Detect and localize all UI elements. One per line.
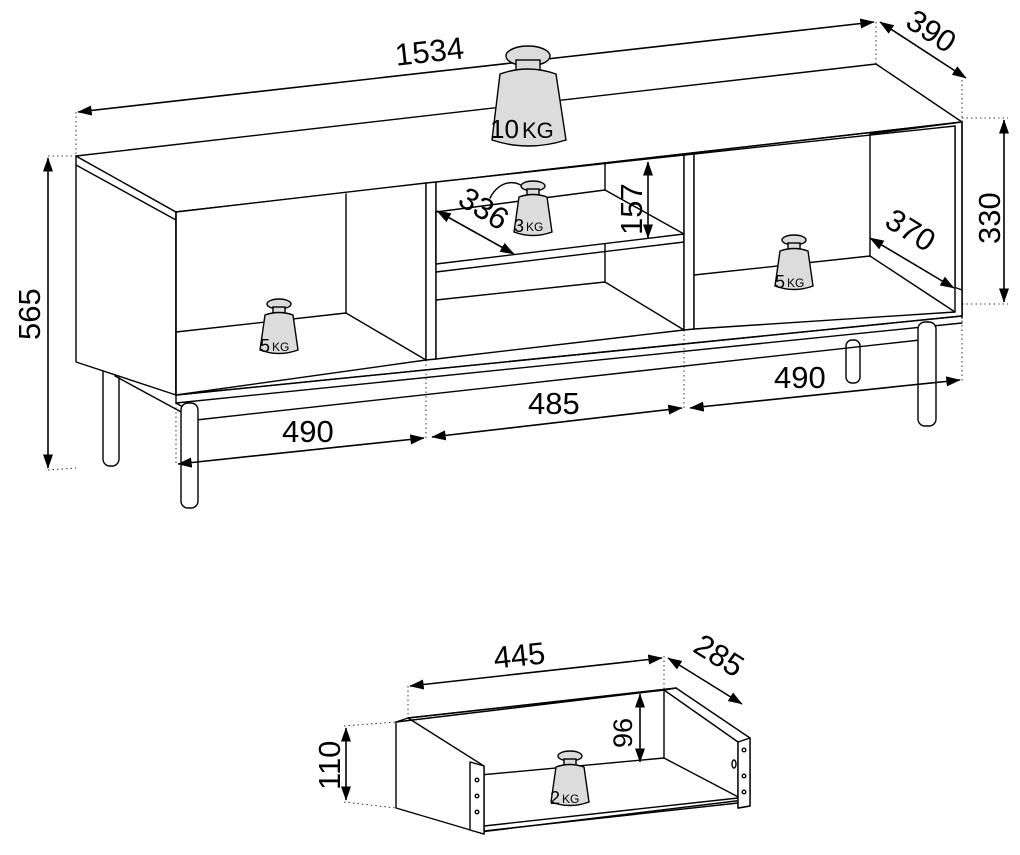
left-compartment xyxy=(175,182,427,396)
weight-shelf-number: 3 xyxy=(514,216,524,236)
base-rail-front xyxy=(195,339,921,421)
front-right-leg xyxy=(917,321,937,427)
drawer-height-label: 110 xyxy=(312,741,347,790)
weight-drawer-number: 2 xyxy=(550,788,560,808)
weight-icon-right: 5 KG xyxy=(774,234,814,292)
drawer-ext-bottom xyxy=(343,801,397,809)
width-label: 1534 xyxy=(393,30,465,72)
shelf-height-label: 157 xyxy=(614,183,649,235)
tv-stand: 1534 390 565 330 157 336 370 490 485 490… xyxy=(12,2,1010,509)
width-dimension-line xyxy=(77,18,875,116)
weight-shelf-unit: KG xyxy=(526,220,543,234)
weight-icon-left: 5 KG xyxy=(259,298,299,356)
screw-hole xyxy=(474,793,480,799)
screw-hole xyxy=(741,789,747,795)
bottom-front-edge xyxy=(175,315,963,396)
drawer-width-label: 445 xyxy=(492,635,547,675)
left-width-dimension-line xyxy=(177,434,425,468)
middle-width-label: 485 xyxy=(528,386,580,421)
screw-hole xyxy=(741,773,747,779)
inner-height-label: 330 xyxy=(972,192,1007,244)
right-width-label: 490 xyxy=(774,360,826,395)
drawer-right-front-edge xyxy=(737,737,751,809)
depth-dimension-line xyxy=(879,21,967,79)
weight-icon-middle-shelf: 3 KG xyxy=(513,180,553,237)
weight-icon-drawer: 2 KG xyxy=(550,750,590,808)
screw-hole xyxy=(474,777,480,783)
weight-icon-top: 10 KG xyxy=(490,45,567,147)
screw-hole xyxy=(474,809,480,815)
drawer-depth-dimension-line xyxy=(667,657,743,705)
drawer-top-back-edge xyxy=(395,689,665,723)
drawer: 445 285 110 96 2 KG xyxy=(312,627,751,835)
bottom-lower-edge xyxy=(175,322,963,404)
drawer-top-back-edge-outer xyxy=(407,687,677,719)
weight-top-unit: KG xyxy=(522,118,554,143)
weight-right-number: 5 xyxy=(775,272,785,292)
drawer-front-rail-lower xyxy=(483,802,739,832)
right-width-dimension-line xyxy=(689,376,961,412)
middle-divider-right xyxy=(683,153,695,331)
weight-top-number: 10 xyxy=(490,114,519,144)
shelf-depth-dimension-line xyxy=(436,210,515,255)
ext-height-bottom xyxy=(47,467,77,471)
middle-divider-left xyxy=(425,181,437,361)
middle-width-dimension-line xyxy=(431,404,683,441)
drawer-ext-top xyxy=(343,721,397,727)
front-left-leg xyxy=(180,402,199,509)
weight-left-number: 5 xyxy=(260,336,270,356)
screw-hole xyxy=(741,747,747,753)
top-side-edge xyxy=(75,164,177,221)
weight-right-unit: KG xyxy=(787,276,804,290)
left-width-label: 490 xyxy=(282,414,334,449)
weight-drawer-unit: KG xyxy=(562,792,579,806)
handle-hole xyxy=(731,759,737,769)
side-depth-dimension-line xyxy=(869,237,955,289)
drawer-inner-height-label: 96 xyxy=(608,718,638,748)
drawer-width-dimension-line xyxy=(409,654,663,690)
weight-left-unit: KG xyxy=(272,340,289,354)
depth-label: 390 xyxy=(900,2,962,60)
height-label: 565 xyxy=(12,288,47,340)
drawer-front-rail xyxy=(483,797,739,827)
middle-shelf-edge xyxy=(435,241,685,273)
